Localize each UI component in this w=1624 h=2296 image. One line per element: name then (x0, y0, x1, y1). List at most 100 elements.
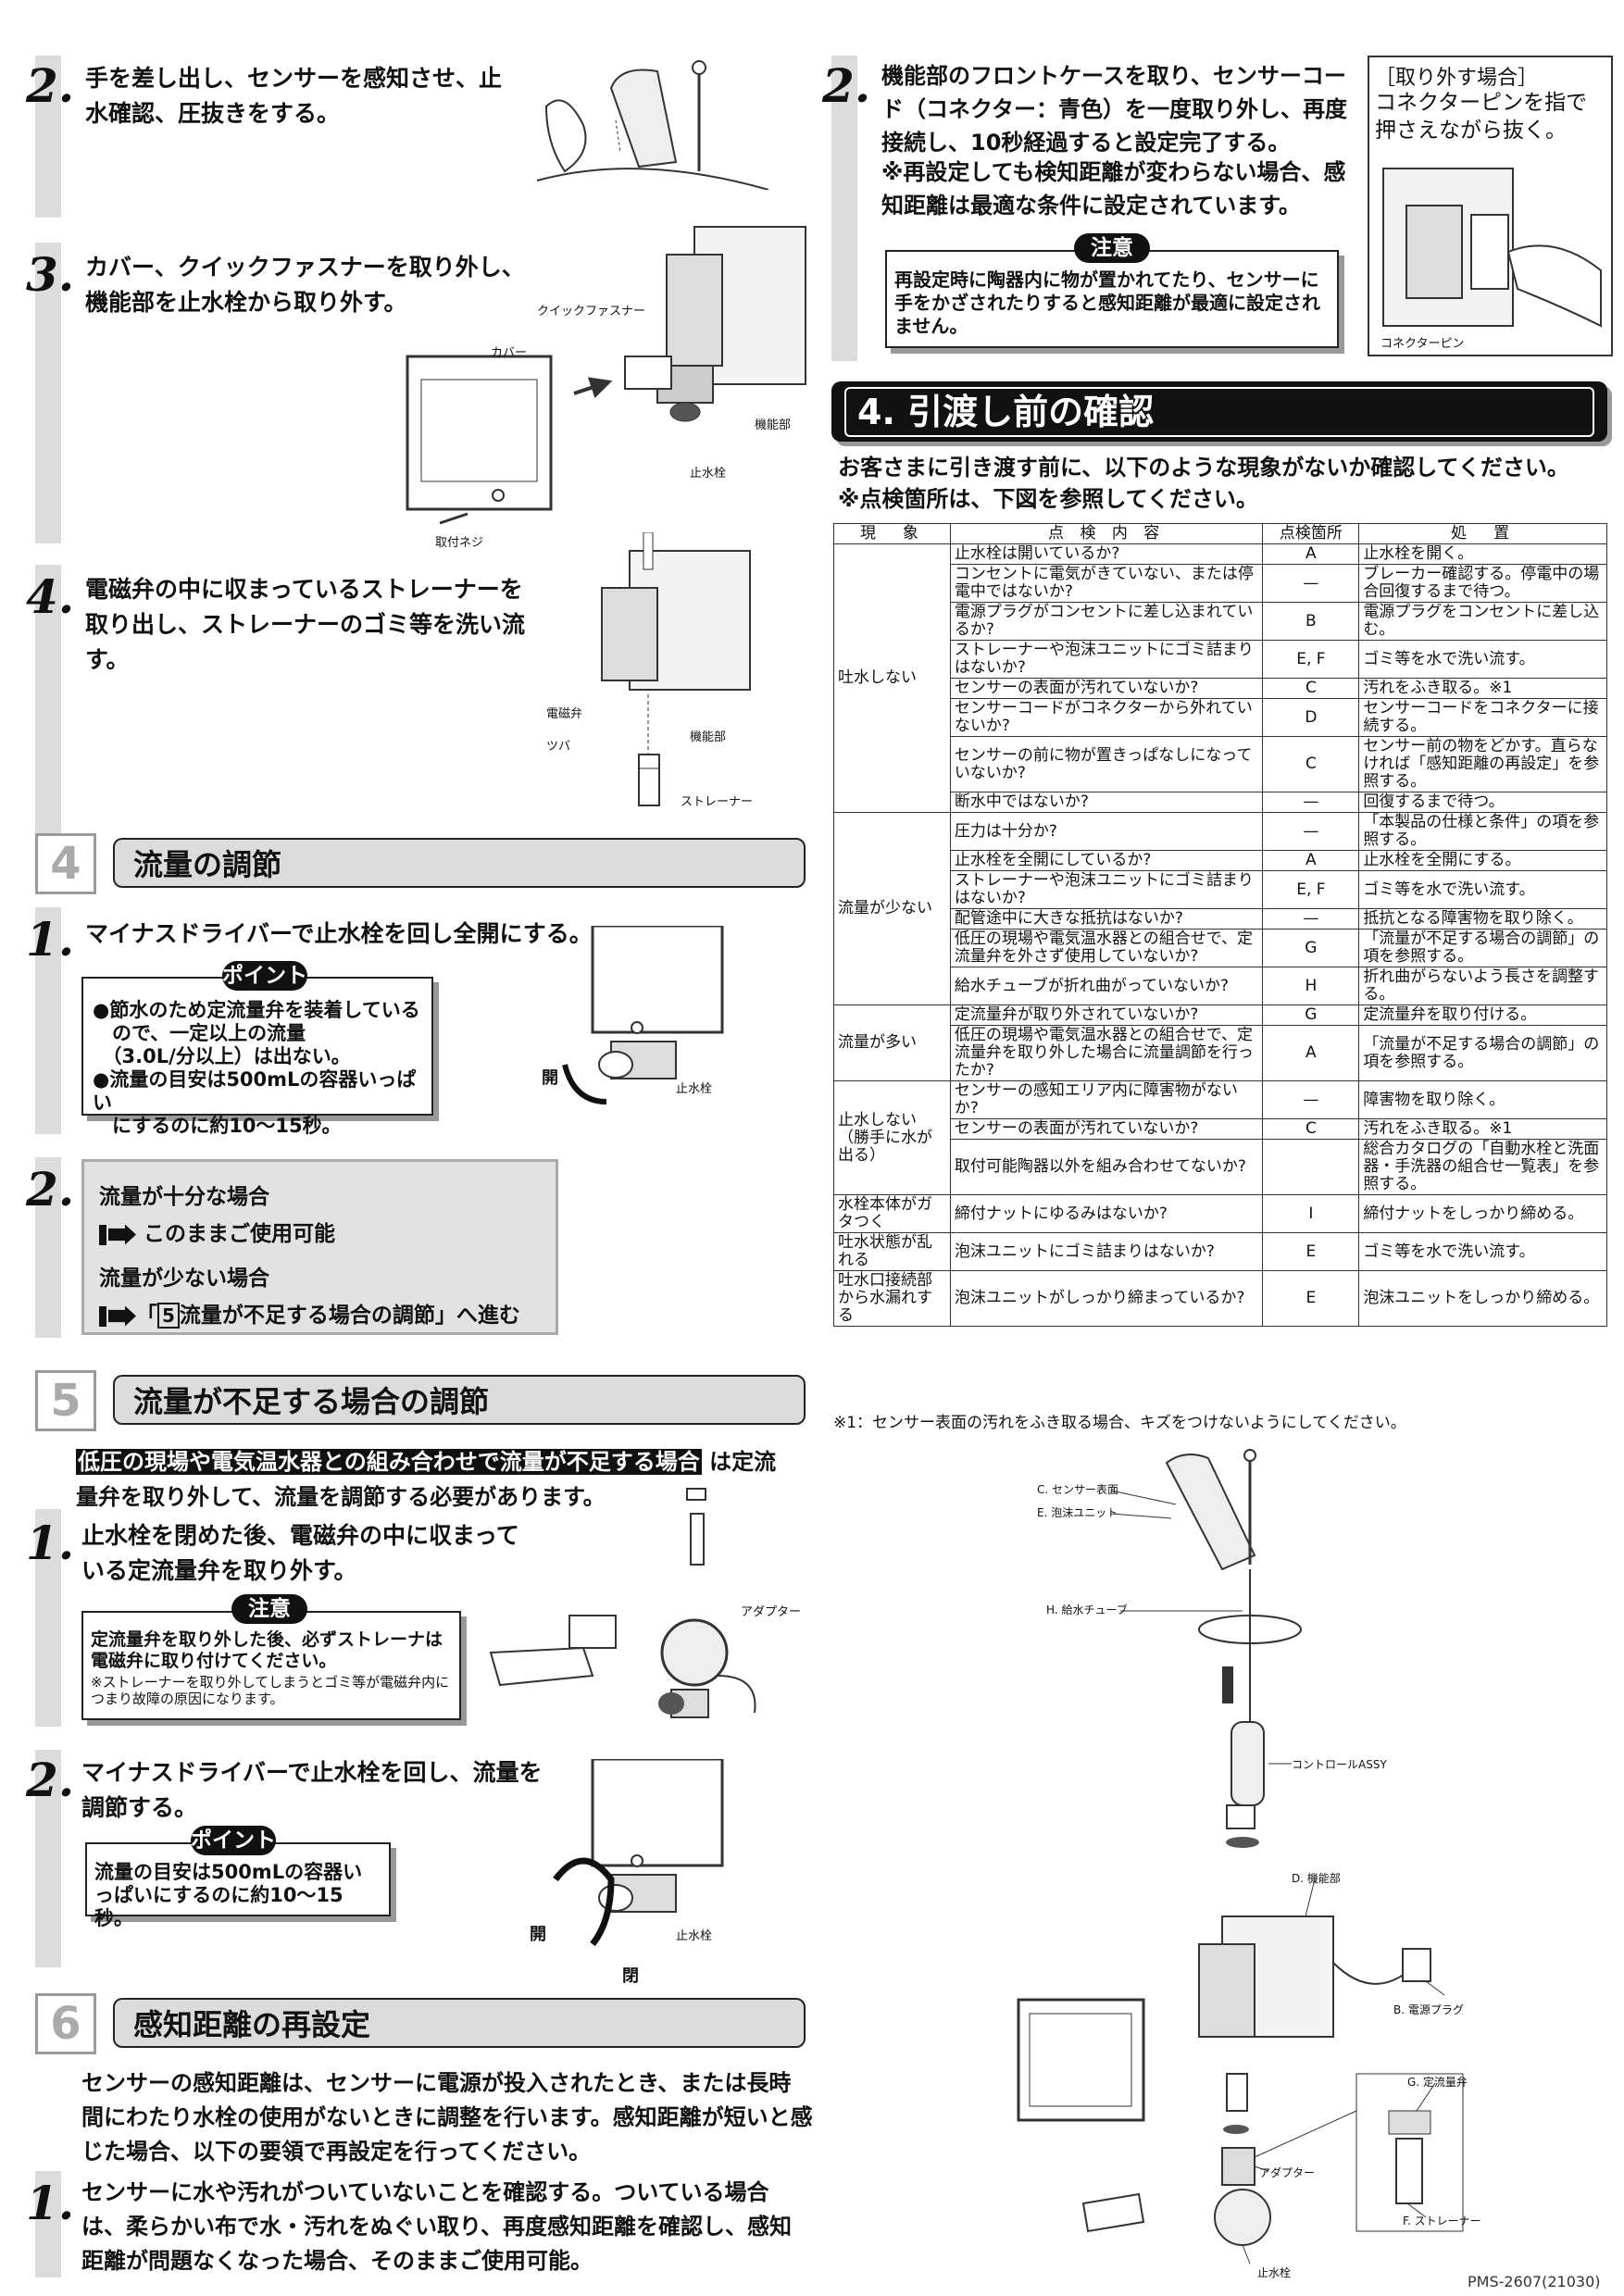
check-item-cell: 定流量弁が取り外されていないか? (949, 1004, 1264, 1026)
caution-text: 再設定時に陶器内に物が置かれてたり、センサーに手をかざされたりすると感知距離が最… (894, 268, 1320, 337)
exploded-parts-diagram (1017, 1449, 1464, 2265)
location-cell: — (1262, 564, 1360, 603)
location-cell: C (1262, 678, 1360, 699)
label-tsuba: ツバ (546, 740, 571, 754)
label-stop-valve: 止水栓 (676, 1929, 713, 1943)
step-bar (35, 907, 61, 1134)
step-bar (35, 2171, 61, 2277)
step-bar (831, 56, 857, 361)
label-open: 開 (530, 1925, 546, 1944)
check-section-header: 4. 引渡し前の確認 (831, 381, 1607, 442)
table-footnote: ※1：センサー表面の汚れをふき取る場合、キズをつけないようにしてください。 (833, 1414, 1406, 1432)
location-cell: D (1262, 698, 1360, 737)
check-item-cell: 泡沫ユニットがしっかり締まっているか? (949, 1270, 1264, 1327)
check-item-cell: 止水栓は開いているか? (949, 543, 1264, 565)
location-cell: H (1262, 967, 1360, 1005)
location-cell: C (1262, 1118, 1360, 1140)
step-text: カバー、クイックファスナーを取り外し、機能部を止水栓から取り外す。 (85, 254, 525, 316)
check-item-cell: センサーの表面が汚れていないか? (949, 1118, 1264, 1140)
label-cover: カバー (491, 346, 528, 360)
step-number: 2. (26, 1753, 75, 1807)
location-cell: — (1262, 812, 1360, 851)
phenomenon-cell: 水栓本体がガタつく (833, 1194, 951, 1233)
label-solenoid: 電磁弁 (546, 707, 583, 721)
location-cell: B (1262, 602, 1360, 641)
section-number: 5 (35, 1370, 96, 1431)
label-control-assy: コントロールASSY (1292, 1758, 1387, 1771)
point-line: ●節水のため定流量弁を装着している (93, 999, 420, 1021)
arrow-icon (108, 1305, 136, 1327)
label-connector-pin: コネクターピン (1380, 337, 1465, 351)
location-cell: G (1262, 1004, 1360, 1026)
label-quick-fastener: クイックファスナー (537, 305, 646, 318)
remove-cover-illustration (406, 226, 806, 525)
step-bar (35, 56, 61, 218)
location-cell: — (1262, 908, 1360, 930)
label-function-unit: 機能部 (690, 730, 727, 744)
step-number: 1. (26, 912, 75, 967)
step-text: マイナスドライバーで止水栓を回し、流量を調節する。 (81, 1759, 543, 1821)
action-cell: 抵抗となる障害物を取り除く。 (1358, 908, 1607, 930)
label-supply-tube: H. 給水チューブ (1046, 1603, 1128, 1616)
phenomenon-cell: 流量が少ない (833, 812, 951, 1005)
table-row: 取付可能陶器以外を組み合わせてないか?総合カタログの「自動水栓と洗面器・手洗器の… (834, 1139, 1607, 1195)
table-header-row: 現 象 点 検 内 容 点検箇所 処 置 (833, 523, 1607, 544)
step-number: 1. (26, 1516, 75, 1570)
location-cell: — (1262, 792, 1360, 813)
caution-box: 再設定時に陶器内に物が置かれてたり、センサーに手をかざされたりすると感知距離が最… (885, 250, 1339, 348)
remove-connector-box: ［取り外す場合］ コネクターピンを指で押さえながら抜く。 コネクターピン (1368, 56, 1613, 356)
action-cell: ゴミ等を水で洗い流す。 (1358, 1232, 1607, 1271)
label-adapter: アダプター (1259, 2166, 1316, 2179)
check-item-cell: センサーの前に物が置きっぱなしになっていないか? (949, 736, 1264, 792)
check-item-cell: 配管途中に大きな抵抗はないか? (949, 908, 1264, 930)
check-item-cell: コンセントに電気がきていない、または停電中ではないか? (949, 564, 1264, 603)
flow-continue-line: このままご使用可能 (99, 1216, 335, 1247)
label-power-plug: B. 電源プラグ (1393, 2003, 1464, 2016)
action-cell: 汚れをふき取る。※1 (1358, 678, 1607, 699)
phenomenon-cell: 流量が多い (833, 1004, 951, 1081)
point-line: ので、一定以上の流量 (93, 1022, 306, 1044)
action-cell: 障害物を取り除く。 (1358, 1080, 1607, 1119)
label-close: 閉 (622, 1966, 639, 1986)
action-cell: センサー前の物をどかす。直らなければ「感知距離の再設定」を参照する。 (1358, 736, 1607, 792)
step-number: 2. (822, 58, 871, 113)
step-number: 4. (26, 569, 75, 624)
flow-enough-label: 流量が十分な場合 (99, 1185, 269, 1209)
step-bar (35, 1509, 61, 1727)
phenomenon-cell: 吐水口接続部から水漏れする (833, 1270, 951, 1327)
step-bar (35, 243, 61, 543)
section-number: 6 (35, 1993, 96, 2054)
location-cell: A (1262, 543, 1360, 565)
check-item-cell: 低圧の現場や電気温水器との組合せで、定流量弁を外さず使用していないか? (949, 929, 1264, 967)
check-item-cell: 止水栓を全開にしているか? (949, 850, 1264, 871)
label-function-unit: 機能部 (755, 418, 792, 432)
remove-box-text: コネクターピンを指で押さえながら抜く。 (1375, 91, 1588, 143)
action-cell: 汚れをふき取る。※1 (1358, 1118, 1607, 1140)
faucet-hand-illustration (536, 60, 769, 190)
action-cell: ゴミ等を水で洗い流す。 (1358, 640, 1607, 679)
check-item-cell: 給水チューブが折れ曲がっていないか? (949, 967, 1264, 1005)
table-row: 低圧の現場や電気温水器との組合せで、定流量弁を取り外した場合に流量調節を行ったか… (834, 1025, 1607, 1081)
point-line: （3.0L/分以上）は出ない。 (93, 1045, 351, 1067)
table-row: 流量が少ない圧力は十分か?—「本製品の仕様と条件」の項を参照する。 (833, 812, 1607, 1005)
point-text: 流量の目安は500mLの容器いっぱいにするのに約10〜15秒。 (94, 1861, 363, 1929)
location-cell: E, F (1262, 640, 1360, 679)
table-row: 止水しない（勝手に水が出る）センサーの感知エリア内に障害物がないか?—障害物を取… (833, 1080, 1607, 1195)
check-item-cell: 締付ナットにゆるみはないか? (949, 1194, 1264, 1233)
action-cell: 止水栓を全開にする。 (1358, 850, 1607, 871)
point-box: ●節水のため定流量弁を装着している ので、一定以上の流量 （3.0L/分以上）は… (81, 977, 433, 1137)
action-cell: 回復するまで待つ。 (1358, 792, 1607, 813)
step-bar (35, 565, 61, 833)
action-cell: ゴミ等を水で洗い流す。 (1358, 870, 1607, 909)
